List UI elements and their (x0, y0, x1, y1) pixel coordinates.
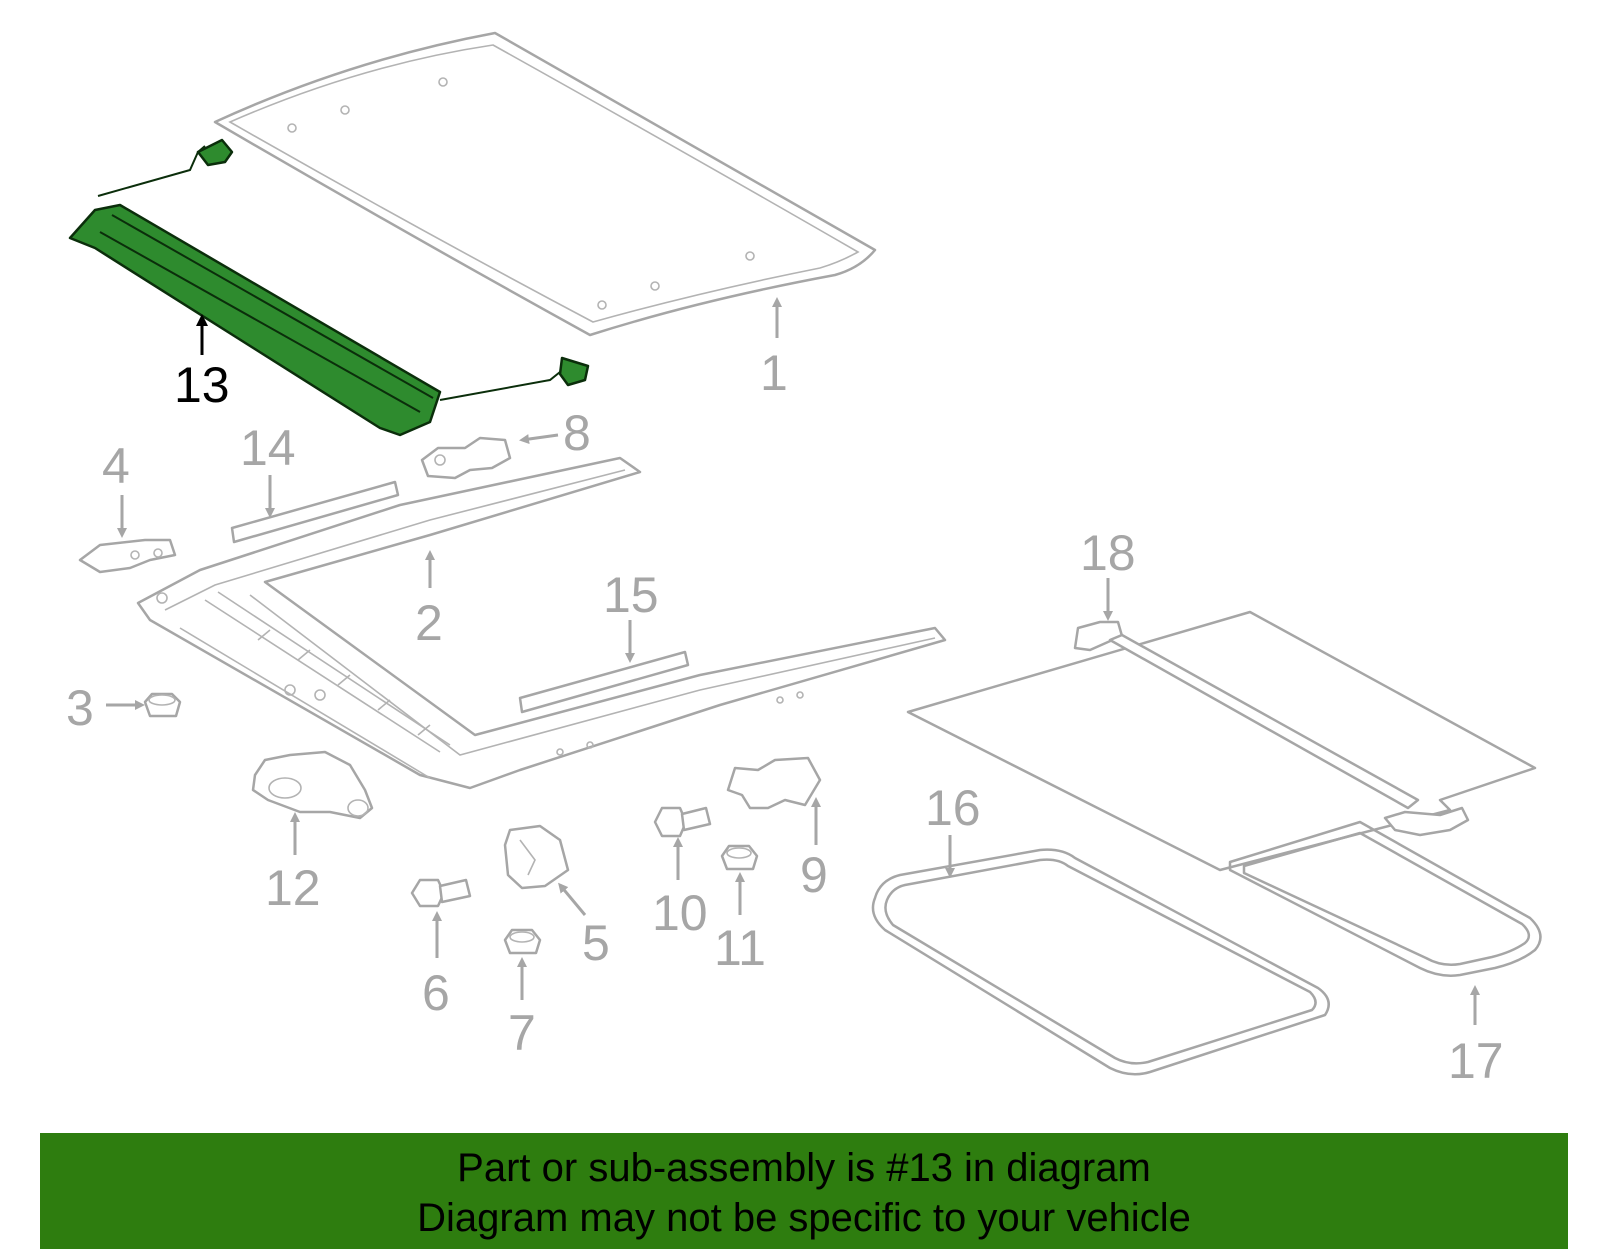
part-1-roof-panel (213, 31, 877, 337)
callout-14: 14 (240, 420, 296, 476)
banner-line-1: Part or sub-assembly is #13 in diagram (457, 1146, 1151, 1190)
part-2-sunroof-frame (136, 456, 947, 790)
part-17-seal (1228, 820, 1542, 977)
callout-8: 8 (563, 405, 591, 461)
callout-17: 17 (1448, 1033, 1504, 1089)
part-15-strip (518, 650, 690, 714)
part-14-strip (230, 480, 400, 544)
part-11-nut (720, 844, 759, 871)
callout-6: 6 (422, 965, 450, 1021)
part-6-bolt (410, 878, 472, 908)
callout-7: 7 (508, 1005, 536, 1061)
callout-3: 3 (66, 680, 94, 736)
callout-5-leader (558, 882, 587, 916)
part-7-nut (503, 928, 542, 955)
part-18-sunshade (906, 610, 1537, 872)
callout-2: 2 (415, 595, 443, 651)
part-10-bolt (653, 806, 712, 838)
banner-line-2: Diagram may not be specific to your vehi… (417, 1196, 1191, 1240)
callout-12: 12 (265, 860, 321, 916)
callout-15: 15 (603, 567, 659, 623)
part-16-seal (871, 848, 1330, 1076)
part-13-highlighted-assembly (68, 138, 590, 437)
callout-5: 5 (582, 915, 610, 971)
part-3-nut (143, 692, 182, 718)
callout-8-leader (519, 433, 559, 444)
callout-4: 4 (102, 438, 130, 494)
part-4-bracket (78, 538, 177, 574)
callout-1: 1 (760, 345, 788, 401)
part-9-bracket (726, 756, 822, 810)
part-12-motor (251, 750, 374, 820)
callout-18: 18 (1080, 525, 1136, 581)
info-banner: Part or sub-assembly is #13 in diagram D… (40, 1133, 1568, 1249)
callout-13: 13 (174, 357, 230, 413)
callout-16: 16 (925, 780, 981, 836)
callout-10: 10 (652, 885, 708, 941)
callouts: 1 2 3 4 5 6 7 8 9 10 11 12 13 14 15 16 1 (66, 297, 1504, 1089)
callout-9: 9 (800, 847, 828, 903)
callout-11: 11 (714, 920, 766, 976)
part-8-bracket (420, 436, 512, 480)
parts-diagram: 1 2 3 4 5 6 7 8 9 10 11 12 13 14 15 16 1 (66, 31, 1542, 1089)
part-5-plate (503, 824, 570, 890)
